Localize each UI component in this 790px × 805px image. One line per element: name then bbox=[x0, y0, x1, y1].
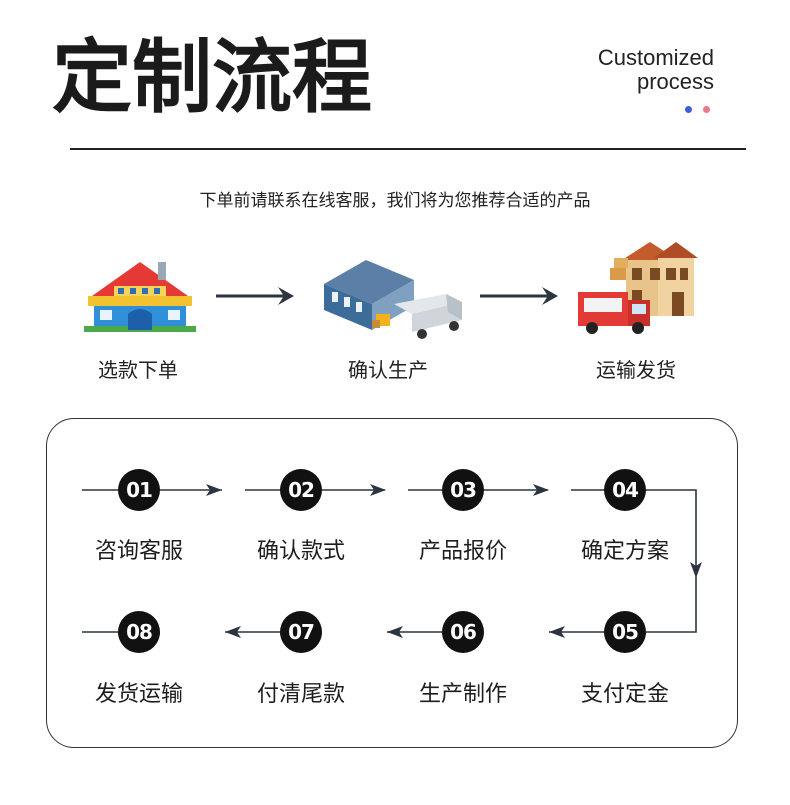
store-building-icon bbox=[84, 262, 196, 332]
top-step-label-1: 选款下单 bbox=[98, 358, 178, 382]
step-number-badge: 01 bbox=[118, 469, 160, 511]
process-flow-box bbox=[46, 418, 738, 748]
step-number-badge: 07 bbox=[280, 611, 322, 653]
step-label: 发货运输 bbox=[94, 682, 183, 707]
step-number-badge: 05 bbox=[604, 611, 646, 653]
blue-dot bbox=[685, 106, 692, 113]
arrow-right-icon bbox=[216, 287, 294, 305]
step-number-badge: 02 bbox=[280, 469, 322, 511]
subtitle-line-2: process bbox=[636, 69, 714, 94]
arrow-right-icon bbox=[480, 287, 558, 305]
subtitle-line-1: Customized bbox=[597, 45, 714, 70]
step-label: 确认款式 bbox=[256, 539, 345, 564]
page-title: 定制流程 bbox=[52, 31, 372, 124]
header-divider bbox=[70, 148, 746, 150]
step-number-badge: 08 bbox=[118, 611, 160, 653]
pink-dot bbox=[703, 106, 710, 113]
step-label: 咨询客服 bbox=[94, 539, 183, 564]
top-step-label-2: 确认生产 bbox=[348, 358, 428, 382]
step-number-badge: 03 bbox=[442, 469, 484, 511]
delivery-house-icon bbox=[578, 242, 698, 334]
step-label: 产品报价 bbox=[418, 539, 507, 564]
step-label: 确定方案 bbox=[580, 539, 669, 564]
step-label: 付清尾款 bbox=[256, 682, 345, 707]
step-number-badge: 06 bbox=[442, 611, 484, 653]
intro-text: 下单前请联系在线客服，我们将为您推荐合适的产品 bbox=[199, 191, 591, 211]
page-subtitle: Customized process bbox=[598, 46, 714, 94]
step-number-badge: 04 bbox=[604, 469, 646, 511]
step-label: 生产制作 bbox=[418, 682, 507, 707]
step-label: 支付定金 bbox=[580, 682, 669, 707]
factory-truck-icon bbox=[324, 260, 462, 339]
top-step-label-3: 运输发货 bbox=[596, 358, 676, 382]
